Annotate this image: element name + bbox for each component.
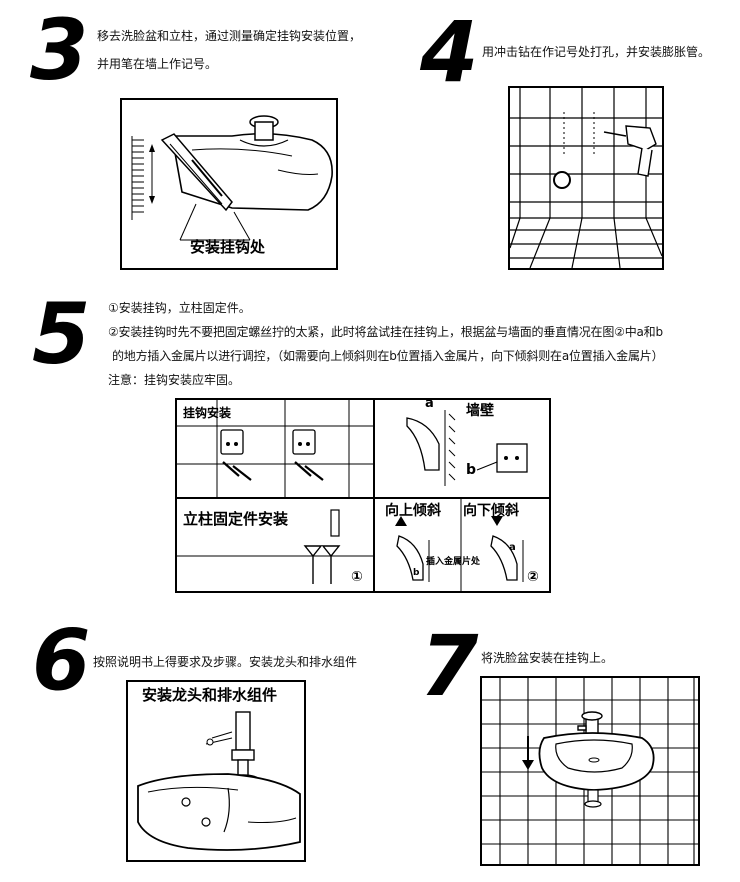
step-number-7: 7 [420,617,479,715]
basin-mounting-illustration [482,678,698,864]
step3-text-line2: 并用笔在墙上作记号。 [97,57,218,71]
label-tilt-down: 向下倾斜 [463,503,519,519]
step5-text-line3: 的地方插入金属片以进行调控，（如需要向上倾斜则在b位置插入金属片，向下倾斜则在a… [112,349,664,363]
panel-label-hook: 挂钩安装 [183,406,232,420]
label-small-b: b [413,568,420,578]
faucet-drain-illustration [137,711,301,851]
step-number-4: 4 [420,3,479,101]
circle-marker-1: ① [351,569,363,585]
step4-figure [508,86,664,270]
step-number-3: 3 [30,1,89,99]
step4-text: 用冲击钻在作记号处打孔，并安装膨胀管。 [482,45,711,59]
step5-text-line1: ①安装挂钩，立柱固定件。 [108,301,251,315]
step5-figure [175,398,551,593]
label-tilt-up: 向上倾斜 [385,503,441,519]
panel-label-column: 立柱固定件安装 [183,510,289,528]
step3-figure-label: 安装挂钩处 [190,238,266,256]
hook-installation-diagram [177,400,549,591]
label-small-a: a [509,542,516,553]
label-insert-metal: 插入金属片处 [426,557,481,567]
step6-figure [126,680,306,862]
step-number-6: 6 [32,611,91,709]
label-a: a [425,396,434,411]
step-number-5: 5 [32,285,91,383]
basin-hook-illustration [131,115,333,241]
circle-marker-2: ② [527,569,539,585]
step7-text: 将洗脸盆安装在挂钩上。 [481,651,614,665]
step6-text: 按照说明书上得要求及步骤。安装龙头和排水组件 [93,655,358,669]
step5-text-line2: ②安装挂钩时先不要把固定螺丝拧的太紧，此时将盆试挂在挂钩上，根据盆与墙面的垂直情… [108,325,663,339]
label-b: b [466,462,477,478]
step6-figure-label: 安装龙头和排水组件 [142,686,278,704]
step5-text-line4: 注意：挂钩安装应牢固。 [108,373,241,387]
step3-text-line1: 移去洗脸盆和立柱，通过测量确定挂钩安装位置， [97,29,362,43]
step3-figure [120,98,338,270]
label-wall: 墙壁 [466,403,494,419]
step7-figure [480,676,700,866]
wall-drilling-illustration [510,88,662,268]
